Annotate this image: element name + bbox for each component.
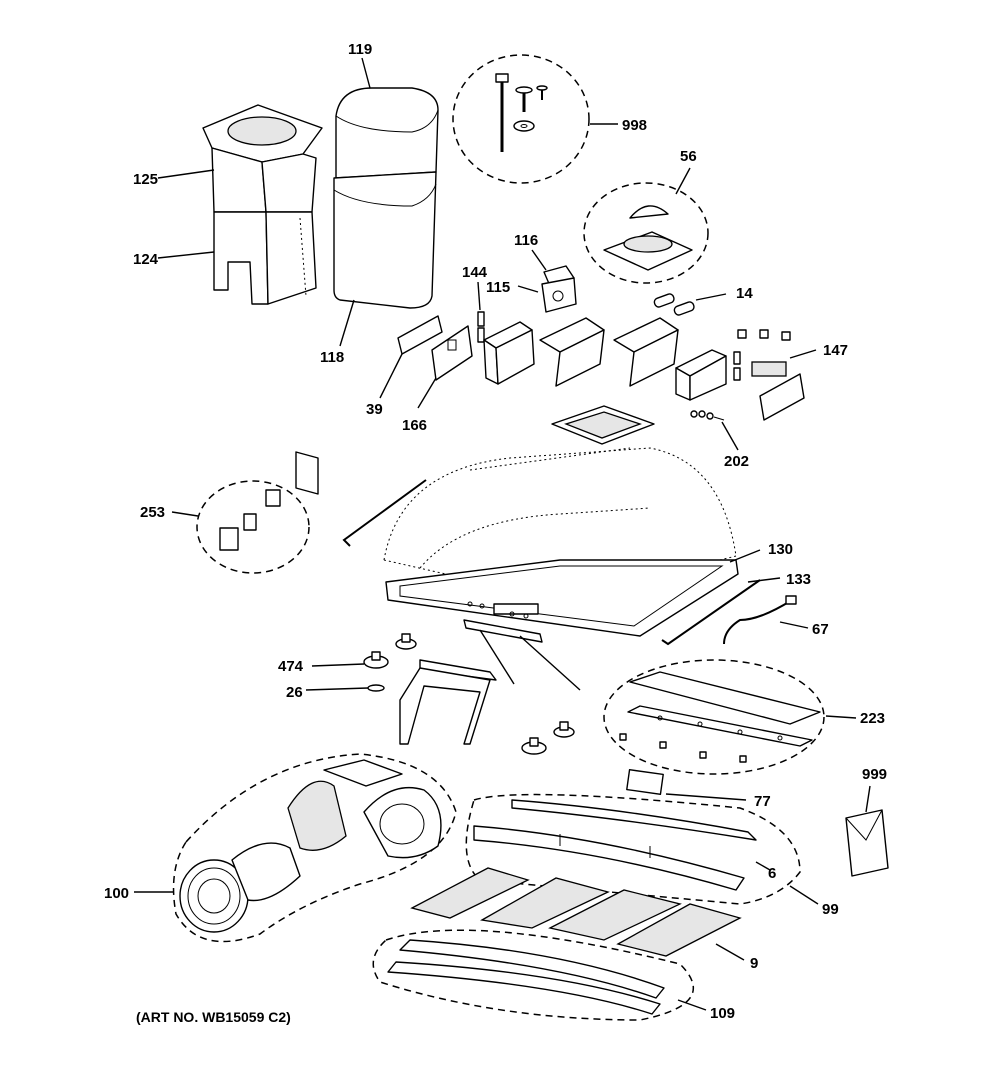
part-board-39 — [397, 315, 443, 355]
callout-166: 166 — [402, 417, 427, 434]
callout-125: 125 — [133, 171, 158, 188]
part-upper-duct-cover — [335, 87, 439, 179]
callout-6: 6 — [768, 865, 776, 882]
callout-998: 998 — [622, 117, 647, 134]
group-bracket-253 — [196, 451, 319, 574]
part-front-frame-130 — [385, 559, 739, 637]
art-number: (ART NO. WB15059 C2) — [136, 1009, 291, 1025]
callout-116: 116 — [514, 232, 538, 249]
callout-144: 144 — [462, 264, 488, 281]
callout-115: 115 — [486, 279, 510, 296]
callout-474: 474 — [278, 658, 304, 675]
group-light-bar-223 — [603, 659, 825, 775]
part-terminal-block-147 — [733, 329, 805, 421]
callout-100: 100 — [104, 885, 129, 902]
callout-253: 253 — [140, 504, 165, 521]
callout-99: 99 — [822, 901, 839, 918]
part-fuses-144 — [477, 311, 485, 343]
group-bottom-rails-109 — [372, 929, 694, 1021]
callout-67: 67 — [812, 621, 829, 638]
part-side-rods-133 — [342, 479, 761, 646]
part-lamp-holders-474-26 — [363, 633, 575, 755]
part-wire-nuts-202 — [690, 410, 725, 421]
callout-133: 133 — [786, 571, 811, 588]
callout-26: 26 — [286, 684, 303, 701]
callout-202: 202 — [724, 453, 749, 470]
callout-118: 118 — [320, 349, 344, 366]
callout-14: 14 — [736, 285, 753, 302]
callout-223: 223 — [860, 710, 885, 727]
callout-124: 124 — [133, 251, 159, 268]
part-literature-999 — [845, 809, 889, 877]
group-damper-56 — [583, 182, 709, 284]
part-duct-bracket-upper — [202, 104, 323, 213]
callout-77: 77 — [754, 793, 771, 810]
callout-999: 999 — [862, 766, 887, 783]
callout-9: 9 — [750, 955, 758, 972]
part-wire-harness-67 — [723, 595, 797, 645]
callout-130: 130 — [768, 541, 793, 558]
callout-56: 56 — [680, 148, 697, 165]
group-blower-100 — [172, 753, 457, 943]
part-control-board-166 — [431, 325, 473, 381]
part-duct-collar — [551, 405, 655, 445]
callout-labels: 119 998 125 124 118 56 116 144 115 14 14… — [104, 41, 887, 1022]
callout-109: 109 — [710, 1005, 735, 1022]
part-capacitors-14 — [653, 293, 695, 316]
part-electrical-brackets — [483, 317, 727, 401]
part-duct-bracket-lower — [213, 211, 317, 305]
leader-lines — [134, 57, 871, 1011]
part-lower-duct-cover — [333, 171, 437, 309]
group-hardware-998 — [452, 54, 590, 184]
callout-119: 119 — [348, 41, 372, 58]
group-filter-rails-99 — [465, 793, 801, 905]
part-lens-77 — [626, 769, 664, 795]
part-grease-filters-9 — [410, 867, 742, 957]
callout-147: 147 — [823, 342, 848, 359]
part-switch-116-115 — [541, 265, 577, 313]
callout-39: 39 — [366, 401, 383, 418]
part-light-brackets — [399, 619, 581, 745]
